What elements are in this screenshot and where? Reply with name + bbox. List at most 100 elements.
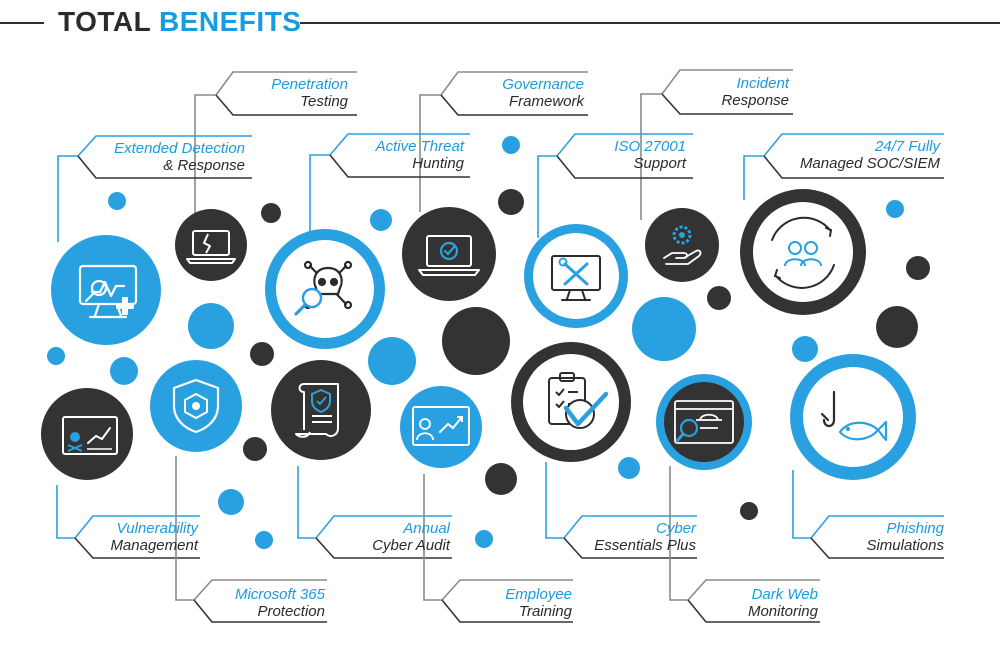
decor-dot — [792, 336, 818, 362]
decor-dot — [218, 489, 244, 515]
decor-dot — [108, 192, 126, 210]
label-phishing-simulations-line2: Simulations — [866, 537, 944, 554]
label-managed-soc: 24/7 Fully Managed SOC/SIEM — [776, 138, 940, 172]
decor-dot — [707, 286, 731, 310]
label-extended-detection: Extended Detection & Response — [75, 140, 245, 174]
browser-spy-icon — [656, 374, 752, 470]
monitor-tools-icon — [524, 224, 628, 328]
monitor-magnifier-plus-icon — [51, 235, 161, 345]
label-extended-detection-line1: Extended Detection — [114, 140, 245, 157]
label-phishing-simulations-line1: Phishing — [886, 520, 944, 537]
callout-underline-penetration-testing — [215, 94, 357, 116]
label-cyber-essentials: Cyber Essentials Plus — [574, 520, 696, 554]
label-annual-cyber-audit: Annual Cyber Audit — [330, 520, 450, 554]
label-microsoft-365: Microsoft 365 Protection — [205, 586, 325, 620]
label-managed-soc-line2: Managed SOC/SIEM — [799, 155, 940, 172]
label-annual-cyber-audit-line1: Annual — [403, 520, 450, 537]
fish-hook-icon — [790, 354, 916, 480]
callout-underline-dark-web — [687, 599, 820, 623]
decorative-dots — [47, 136, 930, 549]
label-penetration-testing: Penetration Testing — [210, 76, 348, 110]
callout-underline-iso-27001 — [556, 155, 693, 179]
label-phishing-simulations: Phishing Simulations — [820, 520, 944, 554]
title-word-total: TOTAL — [58, 6, 151, 37]
label-dark-web-line1: Dark Web — [751, 586, 818, 603]
title-word-benefits: BENEFITS — [159, 6, 302, 37]
title-rule-left — [0, 22, 44, 24]
callout-underline-microsoft-365 — [193, 599, 327, 623]
callout-underline-employee-training — [441, 599, 573, 623]
label-governance-framework: Governance Framework — [438, 76, 584, 110]
label-managed-soc-line1: 24/7 Fully — [874, 138, 940, 155]
label-cyber-essentials-line2: Essentials Plus — [594, 537, 696, 554]
callout-underline-extended-detection — [77, 155, 252, 179]
label-vulnerability-management-line2: Management — [110, 537, 198, 554]
decor-dot — [110, 357, 138, 385]
label-iso-27001: ISO 27001 Support — [560, 138, 686, 172]
decor-dot — [255, 531, 273, 549]
label-governance-framework-line2: Framework — [508, 93, 584, 110]
decor-dot — [618, 457, 640, 479]
label-governance-framework-line1: Governance — [502, 76, 584, 93]
label-iso-27001-line2: Support — [633, 155, 686, 172]
label-microsoft-365-line1: Microsoft 365 — [234, 586, 325, 603]
decor-dot — [243, 437, 267, 461]
decor-dot — [188, 303, 234, 349]
decor-dot — [475, 530, 493, 548]
label-active-threat-hunting-line2: Hunting — [412, 155, 464, 172]
callout-underline-cyber-essentials — [563, 537, 697, 559]
decor-dot — [47, 347, 65, 365]
decor-dot — [906, 256, 930, 280]
decor-dot — [370, 209, 392, 231]
label-vulnerability-management: Vulnerability Management — [86, 520, 198, 554]
label-extended-detection-line2: & Response — [163, 157, 245, 174]
clipboard-checkmark-icon — [511, 342, 631, 462]
team-rotation-icon — [740, 189, 866, 315]
shield-logo-icon — [150, 360, 242, 452]
decor-dot — [740, 502, 758, 520]
title-rule-right — [300, 22, 1000, 24]
label-active-threat-hunting: Active Threat Hunting — [330, 138, 464, 172]
decor-dot — [368, 337, 416, 385]
label-employee-training-line2: Training — [518, 603, 572, 620]
label-dark-web: Dark Web Monitoring — [698, 586, 818, 620]
label-cyber-essentials-line1: Cyber — [655, 520, 696, 537]
label-incident-response-line1: Incident — [736, 75, 789, 92]
callout-underline-managed-soc — [763, 155, 944, 179]
label-employee-training-line1: Employee — [505, 586, 572, 603]
decor-dot — [485, 463, 517, 495]
page-title: TOTAL BENEFITS — [58, 6, 301, 38]
connector-microsoft-365 — [175, 456, 327, 601]
laptop-broken-screen-icon — [175, 209, 247, 281]
label-active-threat-hunting-line1: Active Threat — [375, 138, 464, 155]
decor-dot — [442, 307, 510, 375]
label-vulnerability-management-line1: Vulnerability — [116, 520, 198, 537]
callout-underline-governance-framework — [440, 94, 588, 116]
decor-dot — [876, 306, 918, 348]
label-incident-response: Incident Response — [660, 75, 789, 109]
callout-underline-phishing-simulations — [810, 537, 944, 559]
label-employee-training: Employee Training — [450, 586, 572, 620]
decor-dot — [498, 189, 524, 215]
decor-dot — [250, 342, 274, 366]
label-iso-27001-line1: ISO 27001 — [614, 138, 686, 155]
callout-underline-annual-cyber-audit — [315, 537, 452, 559]
gear-in-hand-icon — [645, 208, 719, 282]
callout-underline-incident-response — [661, 93, 793, 115]
presentation-board-icon — [400, 386, 482, 468]
label-penetration-testing-line1: Penetration — [271, 76, 348, 93]
label-penetration-testing-line2: Testing — [300, 93, 348, 110]
decor-dot — [261, 203, 281, 223]
screen-skull-chart-icon — [41, 388, 133, 480]
label-annual-cyber-audit-line2: Cyber Audit — [372, 537, 450, 554]
decor-dot — [886, 200, 904, 218]
decor-dot — [632, 297, 696, 361]
laptop-checkmark-icon — [402, 207, 496, 301]
label-incident-response-line2: Response — [721, 92, 789, 109]
label-microsoft-365-line2: Protection — [257, 603, 325, 620]
decor-dot — [502, 136, 520, 154]
callout-underline-vulnerability-management — [74, 537, 200, 559]
connector-lines — [56, 69, 944, 623]
callout-underline-active-threat-hunting — [329, 154, 470, 178]
